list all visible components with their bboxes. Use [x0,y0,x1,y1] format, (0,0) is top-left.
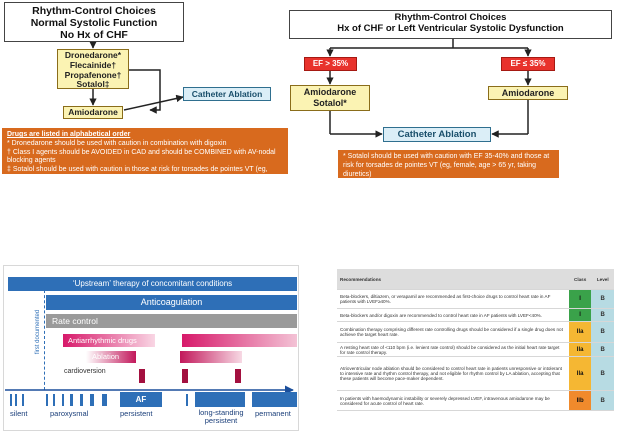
first-line-drugs-box: Dronedarone* Flecainide† Propafenone† So… [57,49,129,89]
af-episode-tick [80,394,83,406]
right-title: Rhythm-Control Choices Hx of CHF or Left… [289,10,612,39]
row-class: IIb [568,390,592,411]
af-episode-tick [22,394,24,406]
row-level: B [591,342,614,357]
cardioversion-mark-2 [182,369,188,383]
timeline-axis [5,385,294,395]
drug-sotalol: Sotalol‡ [76,79,110,90]
af-box: AF [120,392,162,407]
right-amiodarone-box: Amiodarone [488,86,568,100]
row-text: In patients with haemodynamic instabilit… [337,390,569,411]
af-episode-tick [90,394,94,406]
row-text: Combination therapy comprising different… [337,321,569,343]
drug-propafenone: Propafenone† [64,69,122,80]
right-amiodarone-sotalol-box: Amiodarone Sotalol* [290,85,370,111]
permanent-bar [252,392,297,407]
row-class: I [568,308,592,322]
af-episode-tick [46,394,48,406]
left-title-line-2: Normal Systolic Function [30,17,158,30]
af-episode-tick [15,394,17,406]
stage-paroxysmal: paroxysmal [50,409,89,418]
stage-long-standing-persistent: long-standing persistent [198,408,244,426]
cardioversion-label: cardioversion [64,368,106,375]
table-row: A resting heart rate of <110 bpm (i.e. l… [337,342,614,357]
table-row: Beta-blockers and/or digoxin are recomme… [337,308,614,322]
anticoagulation-bar: Anticoagulation [46,295,297,310]
af-episode-tick [53,394,55,406]
row-class: IIa [568,356,592,391]
note-sotalol: ‡ Sotalol should be used with caution in… [7,166,268,182]
rate-control-bar: Rate control [46,314,297,328]
left-amiodarone-box: Amiodarone [63,106,123,119]
left-catheter-ablation-box: Catheter Ablation [183,87,271,101]
row-level: B [591,308,614,322]
row-level: B [591,356,614,391]
af-episode-tick [10,394,12,406]
row-text: Atrioventricular node ablation should be… [337,356,569,391]
cardioversion-mark-3 [235,369,241,383]
table-row: In patients with haemodynamic instabilit… [337,390,614,411]
first-documented-label: first documented [35,309,41,355]
right-drug-sotalol: Sotalol* [313,97,347,108]
right-notes-box: * Sotalol should be used with caution wi… [338,150,559,178]
table-header-row: Recommendations Class Level [337,269,614,290]
notes-header: Drugs are listed in alphabetical order [7,131,131,138]
drug-dronedarone: Dronedarone* [64,50,122,60]
note-sotalol-ef: * Sotalol should be used with caution wi… [343,153,550,178]
stage-persistent: persistent [120,409,153,418]
upstream-therapy-bar: ‘Upstream’ therapy of concomitant condit… [8,277,297,291]
ef-above-35-box: EF > 35% [304,57,357,71]
row-class: IIa [568,342,592,357]
recommendations-table: Recommendations Class Level Beta-blocker… [337,269,614,411]
header-recommendations: Recommendations [337,269,569,290]
left-title-line-3: No Hx of CHF [60,29,128,42]
note-class-i: † Class I agents should be AVOIDED in CA… [7,148,276,165]
left-title: Rhythm-Control Choices Normal Systolic F… [4,2,184,42]
ef-below-35-box: EF ≤ 35% [501,57,555,71]
stage-silent: silent [10,409,28,418]
left-title-line-1: Rhythm-Control Choices [32,5,156,17]
ablation-bar-late [180,351,242,363]
antiarrhythmic-drugs-bar-late [182,334,297,347]
table-row: Beta-blockers, diltiazem, or verapamil a… [337,289,614,309]
table-row: Combination therapy comprising different… [337,321,614,343]
ablation-bar: Ablation [86,351,136,363]
af-episode-tick [70,394,73,406]
first-documented-line [44,290,45,390]
cardioversion-mark-1 [139,369,145,383]
antiarrhythmic-drugs-bar: Antiarrhythmic drugs [63,334,155,347]
first-documented-label-wrap: first documented [33,309,43,357]
row-text: Beta-blockers and/or digoxin are recomme… [337,308,569,322]
header-level: Level [591,269,614,290]
header-class: Class [568,269,592,290]
right-catheter-ablation-box: Catheter Ablation [383,127,491,142]
left-notes-box: Drugs are listed in alphabetical order *… [2,128,288,182]
row-level: B [591,289,614,309]
recommendations-table-wrap: Recommendations Class Level Beta-blocker… [337,269,614,429]
drug-flecainide: Flecainide† [69,59,117,70]
row-text: Beta-blockers, diltiazem, or verapamil a… [337,289,569,309]
row-class: IIa [568,321,592,343]
row-text: A resting heart rate of <110 bpm (i.e. l… [337,342,569,357]
af-episode-tick [186,394,188,406]
long-standing-bar [195,392,245,407]
row-level: B [591,390,614,411]
right-title-line-2: Hx of CHF or Left Ventricular Systolic D… [337,22,564,34]
right-drug-amiodarone: Amiodarone [303,87,357,97]
right-title-line-1: Rhythm-Control Choices [394,12,507,23]
stage-permanent: permanent [255,409,291,418]
table-row: Atrioventricular node ablation should be… [337,356,614,391]
row-level: B [591,321,614,343]
note-dronedarone: * Dronedarone should be used with cautio… [7,139,227,147]
row-class: I [568,289,592,309]
af-episode-tick [62,394,64,406]
af-episode-tick [102,394,107,406]
